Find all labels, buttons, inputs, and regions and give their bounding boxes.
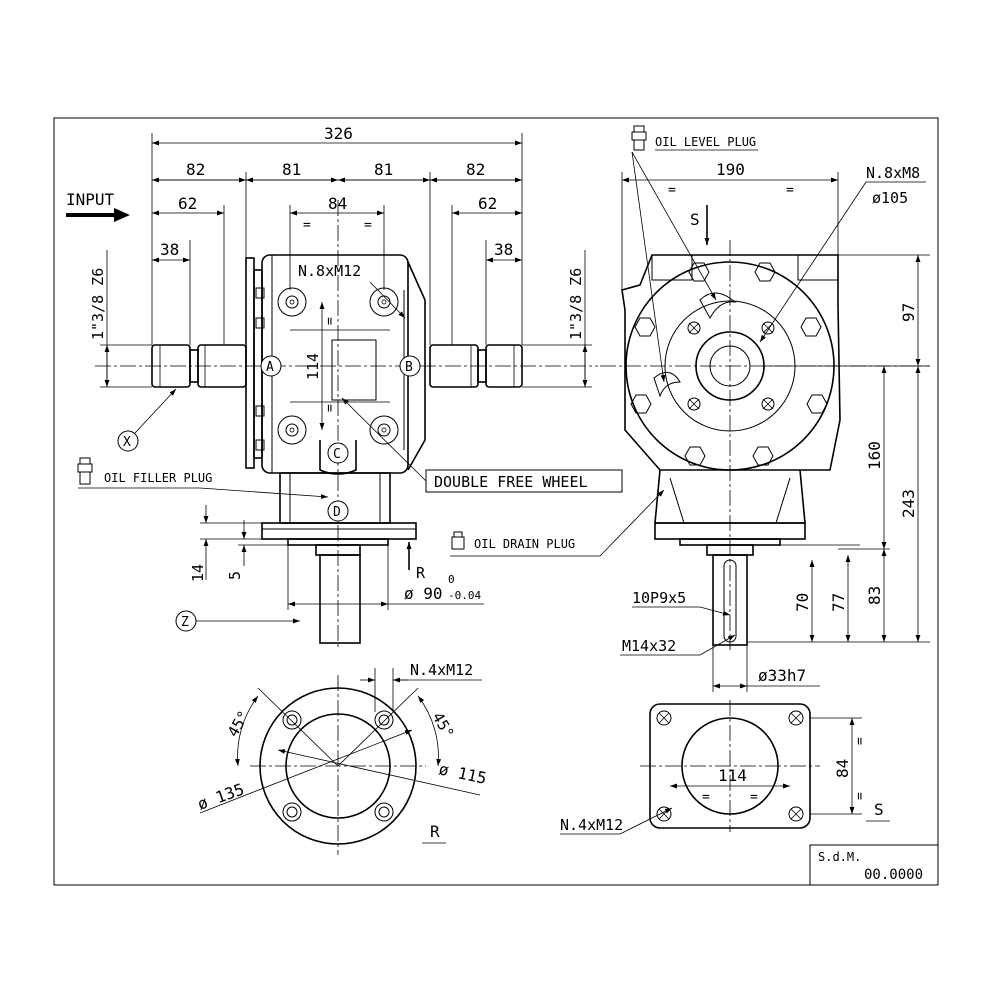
dim-round-inner: ø 115 (437, 759, 488, 788)
oil-level-plug-icon (631, 125, 647, 151)
dim-side-160: 160 (865, 441, 884, 470)
label-side-bolts: N.8xM8 (866, 164, 920, 182)
equal-mark: = (853, 737, 868, 745)
dim-sq-height: 84 (833, 759, 852, 778)
label-keyway: 10P9x5 (632, 589, 686, 607)
title-block: S.d.M. 00.0000 (809, 844, 939, 886)
dim-side-width: 190 (716, 160, 745, 179)
dim-side-83: 83 (865, 586, 884, 605)
svg-text:A: A (266, 360, 274, 375)
dim-base-14: 14 (189, 564, 207, 582)
svg-text:C: C (333, 447, 341, 462)
marker-z: Z (175, 610, 197, 632)
dim-angle-left: 45° (224, 708, 253, 740)
oil-filler-plug-icon (77, 457, 93, 485)
label-bolt-top: N.8xM12 (298, 262, 361, 280)
dim-seg-left-inner: 81 (282, 160, 301, 179)
equal-mark: = (853, 792, 868, 800)
equal-mark: = (364, 218, 372, 233)
title-block-company: S.d.M. (818, 850, 861, 864)
top-dimensions: 326 82 81 81 82 84 = = 62 62 38 38 (151, 124, 523, 345)
label-sq-bolts: N.4xM12 (560, 816, 623, 834)
marker-d: D (327, 500, 349, 522)
dim-output-dia: ø33h7 (758, 666, 806, 685)
marker-a: A (260, 355, 282, 377)
label-oil-level-plug: OIL LEVEL PLUG (655, 135, 756, 149)
dim-dia-90-tol-lower: -0.04 (448, 589, 481, 602)
view-label-s: S (874, 800, 884, 819)
dim-round-outer: ø 135 (195, 779, 247, 813)
marker-b: B (399, 355, 421, 377)
dim-spline-left: 38 (160, 240, 179, 259)
dim-sq-width: 114 (718, 766, 747, 785)
input-arrow (66, 208, 130, 222)
svg-text:D: D (333, 505, 341, 520)
square-flange-view: 114 = = 84 = = N.4xM12 S (560, 700, 890, 835)
marker-x: X (117, 430, 139, 452)
input-label: INPUT (66, 190, 115, 209)
thread-dimensions: 1"3/8 Z6 1"3/8 Z6 (89, 250, 592, 388)
dim-dia-90-tol-upper: 0 (448, 573, 455, 586)
left-shaft (151, 344, 247, 388)
dim-side-pcd: ø105 (872, 189, 908, 207)
front-view: A B C D X Z INPUT 326 (66, 124, 623, 650)
label-double-free-wheel: DOUBLE FREE WHEEL (434, 473, 588, 491)
view-marker-r: R (416, 564, 426, 582)
right-shaft (429, 344, 523, 388)
side-view: OIL LEVEL PLUG S 190 = = N.8xM8 ø105 97 … (450, 125, 930, 692)
label-oil-drain-plug: OIL DRAIN PLUG (474, 537, 575, 551)
dim-shaft-left: 62 (178, 194, 197, 213)
dim-angle-right: 45° (429, 709, 458, 741)
equal-mark: = (303, 218, 311, 233)
dim-base-5: 5 (226, 571, 244, 580)
dim-dia-90: ø 90 (404, 584, 443, 603)
dim-spline-right: 38 (494, 240, 513, 259)
dim-height-114: 114 (304, 353, 322, 380)
oil-drain-plug-icon (451, 531, 465, 550)
dim-seg-right-inner: 81 (374, 160, 393, 179)
view-marker-s-top: S (690, 210, 700, 229)
sheet-border (53, 117, 939, 886)
svg-text:B: B (405, 360, 413, 375)
dim-side-77: 77 (829, 593, 848, 612)
label-output-thread: M14x32 (622, 637, 676, 655)
svg-text:Z: Z (181, 615, 189, 630)
dim-side-243: 243 (899, 489, 918, 518)
equal-mark: = (702, 790, 710, 805)
dim-thread-left: 1"3/8 Z6 (89, 268, 107, 340)
view-label-r: R (430, 822, 440, 841)
equal-mark: = (323, 404, 338, 412)
dim-flange-pitch: 84 (328, 194, 347, 213)
label-round-bolts: N.4xM12 (410, 661, 473, 679)
equal-mark: = (323, 317, 338, 325)
equal-mark: = (750, 790, 758, 805)
equal-mark: = (668, 183, 676, 198)
dim-thread-right: 1"3/8 Z6 (567, 268, 585, 340)
dim-shaft-right: 62 (478, 194, 497, 213)
dim-side-97: 97 (899, 303, 918, 322)
dim-overall-width: 326 (324, 124, 353, 143)
marker-c: C (327, 442, 349, 464)
equal-mark: = (786, 183, 794, 198)
dim-seg-right-outer: 82 (466, 160, 485, 179)
svg-text:X: X (123, 435, 131, 450)
round-flange-view: N.4xM12 45° 45° ø 135 ø 115 R (195, 661, 488, 855)
dim-side-70: 70 (793, 593, 812, 612)
output-base (261, 472, 417, 644)
dim-seg-left-outer: 82 (186, 160, 205, 179)
label-oil-filler-plug: OIL FILLER PLUG (104, 471, 212, 485)
title-block-number: 00.0000 (864, 867, 923, 883)
